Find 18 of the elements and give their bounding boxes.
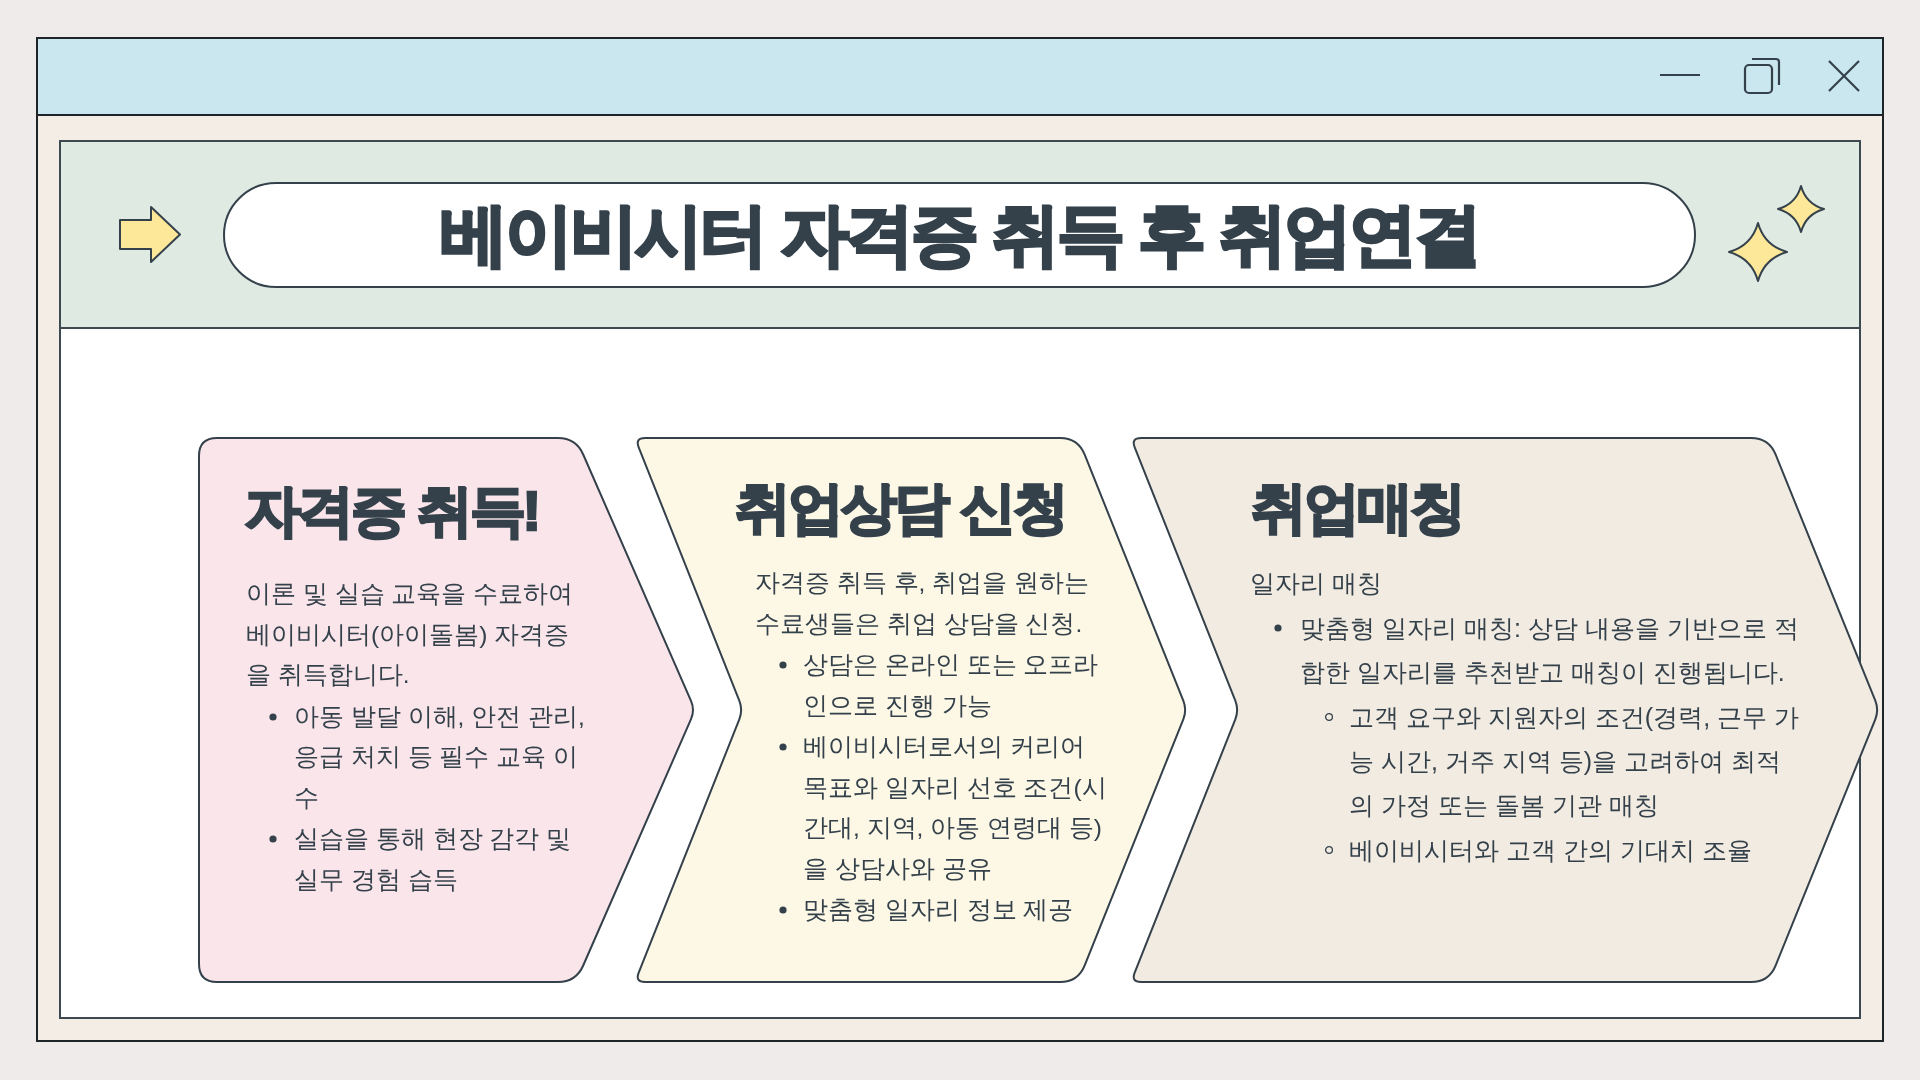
bullet-text: 실습을 통해 현장 감각 및 실무 경험 습득 [294,824,573,895]
bullet-text: 아동 발달 이해, 안전 관리, 응급 처치 등 필수 교육 이수 [294,701,586,813]
step-heading: 취업매칭 [1251,475,1463,541]
title-banner: 베이비시터 자격증 취득 후 취업연결 [223,182,1696,288]
bullet-text: 맞춤형 일자리 정보 제공 [803,895,1075,925]
bullet-text: 상담은 온라인 또는 오프라인으로 진행 가능 [803,650,1100,721]
step-description: 자격증 취득 후, 취업을 원하는 수료생들은 취업 상담을 신청. [755,568,1091,639]
bullet-text: 맞춤형 일자리 매칭: 상담 내용을 기반으로 적합한 일자리를 추천받고 매칭이 진행됩니다. [1300,613,1800,688]
chevron-step [198,437,696,983]
step-heading: 취업상담 신청 [735,475,1066,541]
chevron-step [634,437,1188,983]
step-heading: 자격증 취득! [245,478,539,544]
bullet-text: 베이비시터로서의 커리어 목표와 일자리 선호 조건(시간대, 지역, 아동 연령대 등)을 상담사와 공유 [803,732,1108,884]
step-description: 일자리 매칭 [1250,568,1383,599]
bullet-text: 베이비시터와 고객 간의 기대치 조율 [1349,835,1753,866]
step-description: 이론 및 실습 교육을 수료하여 베이비시터(아이돌봄) 자격증을 취득합니다. [246,579,575,690]
chevron-step [1130,437,1880,983]
bullet-text: 고객 요구와 지원자의 조건(경력, 근무 가능 시간, 거주 지역 등)을 고려하여 최적의 가정 또는 돌봄 기관 매칭 [1349,702,1800,821]
